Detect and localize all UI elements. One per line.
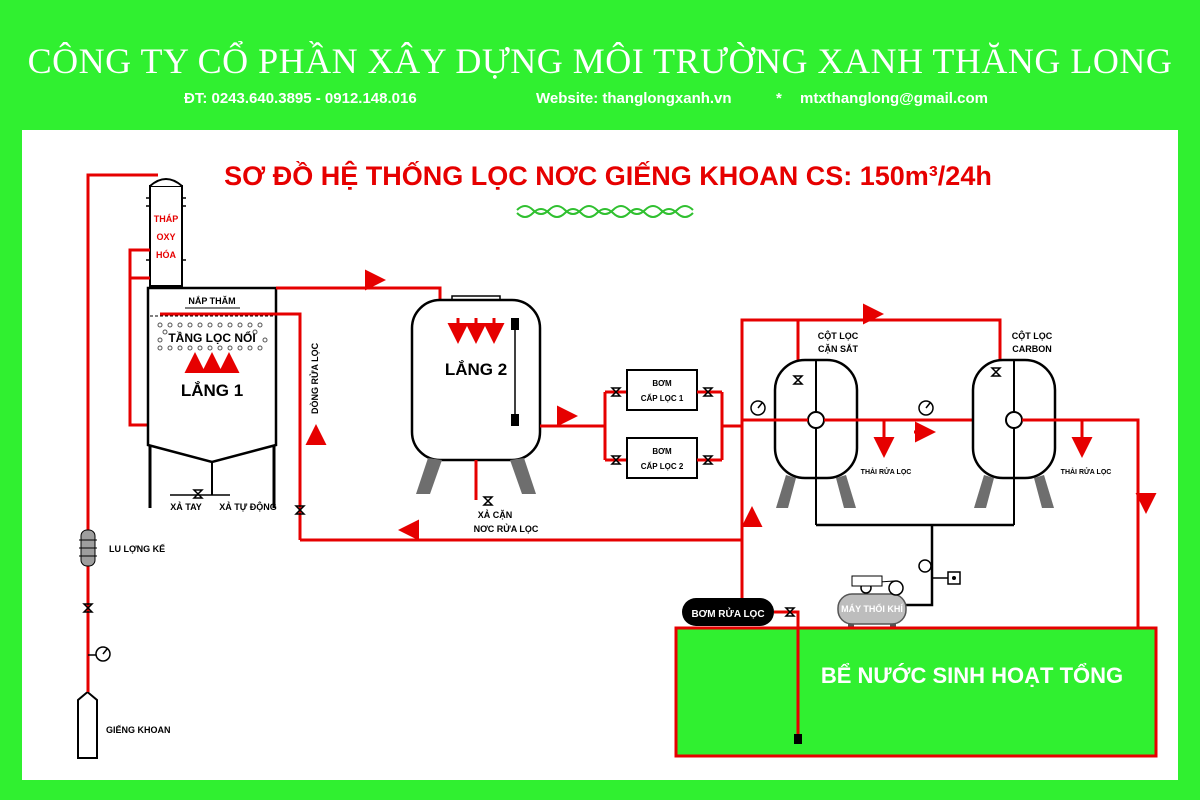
pump1-label-1: BƠM bbox=[652, 379, 672, 388]
air-header-pipe bbox=[816, 523, 1014, 607]
may-thoi-khi-label: MÁY THỔI KHÍ bbox=[841, 603, 903, 614]
cot-loc-can-sat-label-1: CỘT LỌC bbox=[818, 330, 859, 341]
bom-rua-loc-label: BƠM RỬA LỌC bbox=[691, 607, 764, 620]
cot-loc-carbon-label-1: CỘT LỌC bbox=[1012, 330, 1053, 341]
inlet-distribution-pipe bbox=[276, 286, 442, 300]
be-nuoc-sinh-hoat-tong-tank bbox=[674, 626, 1158, 758]
gieng-khoan-label: GIẾNG KHOAN bbox=[106, 725, 171, 735]
lang-1-label: LẮNG 1 bbox=[181, 381, 243, 400]
drain-valve-icon bbox=[192, 489, 204, 499]
separator-text: * bbox=[776, 90, 782, 107]
diagram-panel: SƠ ĐỒ HỆ THỐNG LỌC NƠC GIẾNG KHOAN CS: 1… bbox=[22, 130, 1178, 780]
riser-pipe bbox=[86, 173, 158, 692]
pump-valves-icon bbox=[610, 387, 714, 465]
nap-tham-label: NẮP THĂM bbox=[188, 296, 235, 306]
pressure-gauge-icon bbox=[918, 559, 932, 573]
outlet-to-tank-pipe bbox=[1055, 418, 1140, 630]
dong-rua-loc-label: DÒNG RỬA LỌC bbox=[309, 342, 320, 414]
bom-rua-loc-pump bbox=[682, 598, 774, 626]
valve-icon bbox=[784, 607, 796, 617]
flowmeter-icon bbox=[79, 529, 97, 567]
thap-oxy-hoa-tower bbox=[146, 178, 186, 287]
pressure-gauge-icon bbox=[750, 400, 766, 416]
be-nuoc-label: BỂ NƯỚC SINH HOẠT TỔNG bbox=[821, 663, 1123, 688]
gieng-khoan-well bbox=[77, 690, 98, 759]
tank1-inner-pipe bbox=[160, 312, 302, 540]
pressure-gauge-icon bbox=[918, 400, 934, 416]
cot-loc-carbon-label-2: CARBON bbox=[1012, 344, 1052, 354]
luu-luong-ke-label: LU LỢNG KẾ bbox=[109, 544, 165, 554]
pump2-label-2: CẤP LỌC 2 bbox=[641, 461, 684, 471]
tower-side-pipe bbox=[128, 248, 150, 280]
foot-valve-icon bbox=[794, 734, 802, 744]
nuoc-rua-loc-label: NƠC RỬA LỌC bbox=[474, 523, 539, 534]
email-link[interactable]: mtxthanglong@gmail.com bbox=[800, 90, 988, 107]
bom-cap-loc-2-pump bbox=[626, 437, 698, 479]
phone-text: ĐT: 0243.640.3895 - 0912.148.016 bbox=[184, 90, 417, 107]
upflow-arrows-icon bbox=[184, 352, 240, 373]
bom-cap-loc-1-pump bbox=[626, 369, 698, 411]
website-link[interactable]: Website: thanglongxanh.vn bbox=[536, 90, 732, 107]
pump2-label-1: BƠM bbox=[652, 447, 672, 456]
header-banner: CÔNG TY CỔ PHẦN XÂY DỰNG MÔI TRƯỜNG XANH… bbox=[22, 22, 1178, 120]
company-name: CÔNG TY CỔ PHẦN XÂY DỰNG MÔI TRƯỜNG XANH… bbox=[27, 41, 1173, 81]
backwash-valve-icon bbox=[294, 505, 306, 515]
valve-icon bbox=[990, 367, 1002, 377]
thai-rua-loc-2-label: THẢI RỬA LỌC bbox=[1061, 467, 1112, 476]
xa-tu-dong-label: XẢ TỰ ĐỘNG bbox=[219, 501, 276, 512]
downflow-arrows-icon bbox=[447, 318, 505, 344]
xa-can-label: XẢ CẶN bbox=[478, 509, 513, 520]
cot-loc-can-sat-column bbox=[773, 358, 859, 525]
thai-rua-loc-1-label: THẢI RỬA LỌC bbox=[861, 467, 912, 476]
diagram-title: SƠ ĐỒ HỆ THỐNG LỌC NƠC GIẾNG KHOAN CS: 1… bbox=[224, 159, 992, 191]
lang2-drain-valve-icon bbox=[482, 496, 494, 506]
title-ornament-icon bbox=[516, 205, 694, 218]
backwash-suction-pipe bbox=[774, 610, 800, 738]
pressure-gauge-icon bbox=[88, 646, 111, 662]
oxy-tower-label-2: OXY bbox=[156, 232, 175, 242]
pump1-label-2: CẤP LỌC 1 bbox=[641, 393, 684, 403]
cot-loc-can-sat-label-2: CẶN SẮT bbox=[818, 344, 859, 354]
cot-loc-carbon-column bbox=[971, 358, 1057, 525]
backwash-return-pipe bbox=[300, 538, 744, 600]
process-diagram: SƠ ĐỒ HỆ THỐNG LỌC NƠC GIẾNG KHOAN CS: 1… bbox=[77, 159, 1158, 759]
floating-media-icon bbox=[157, 322, 268, 351]
lang-2-label: LẮNG 2 bbox=[445, 360, 507, 379]
may-thoi-khi-blower bbox=[837, 575, 907, 628]
valve-icon bbox=[792, 375, 804, 385]
valve-icon bbox=[82, 603, 94, 613]
oxy-tower-label-1: THÁP bbox=[154, 214, 179, 224]
air-valve-icon bbox=[932, 571, 961, 585]
oxy-tower-label-3: HÓA bbox=[156, 249, 177, 260]
tang-loc-noi-label: TẦNG LỌC NỔI bbox=[168, 330, 255, 345]
xa-tay-label: XẢ TAY bbox=[170, 501, 202, 512]
